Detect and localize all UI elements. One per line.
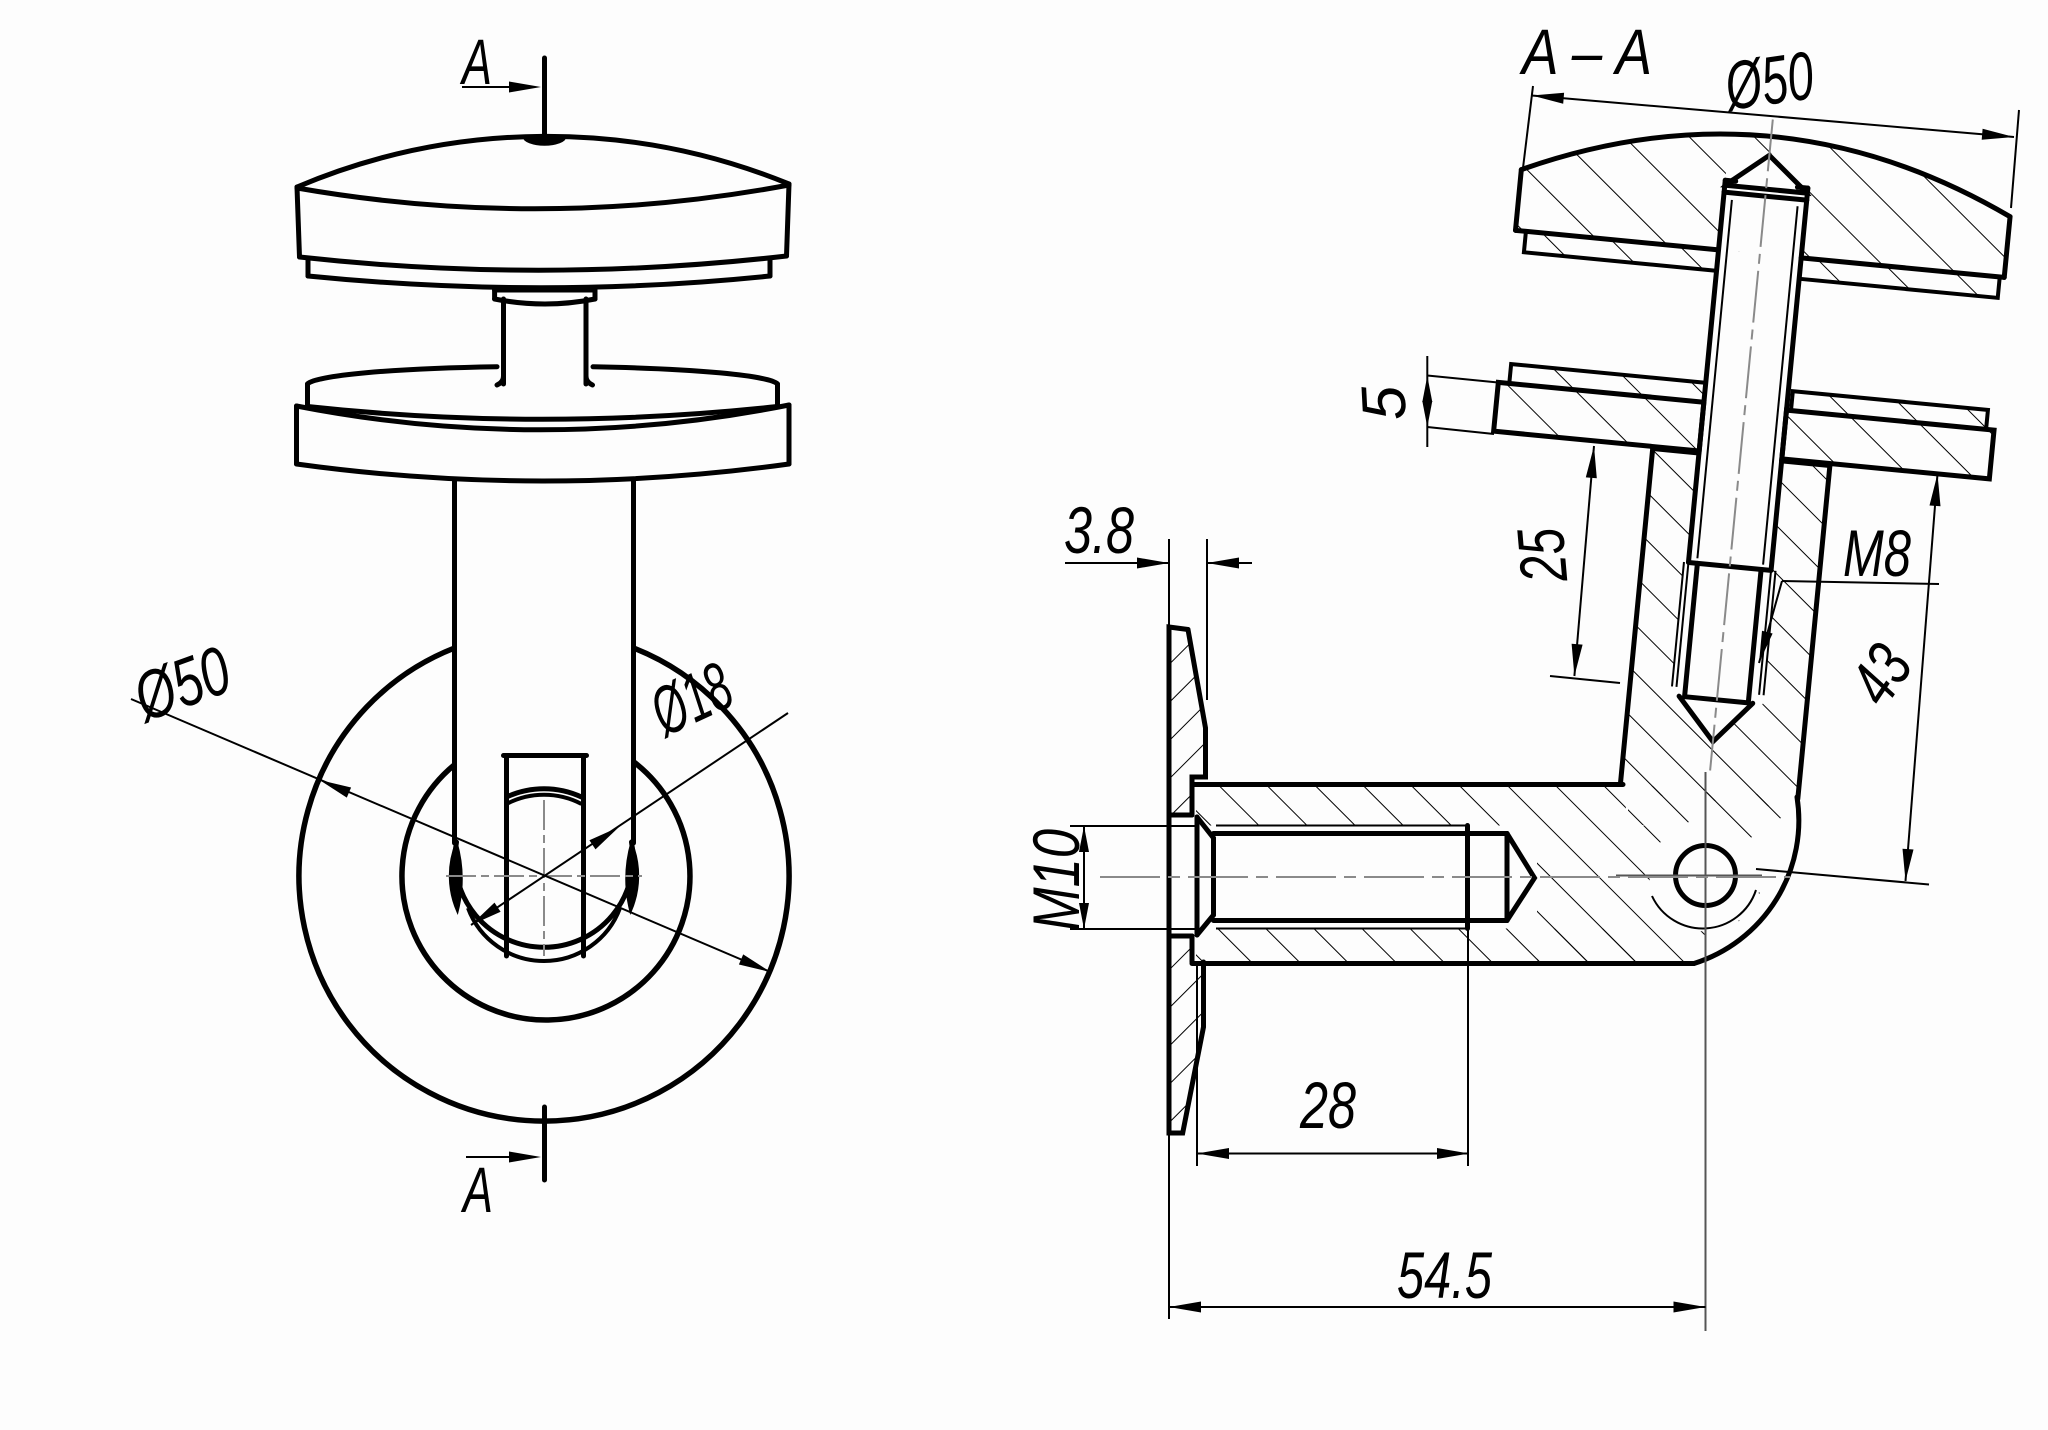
svg-text:Ø18: Ø18 (638, 648, 744, 751)
svg-text:A – A: A – A (1519, 16, 1652, 88)
svg-text:M8: M8 (1843, 516, 1911, 590)
svg-text:5: 5 (1349, 384, 1420, 423)
svg-text:28: 28 (1299, 1068, 1356, 1142)
svg-text:25: 25 (1503, 525, 1582, 586)
svg-text:A: A (460, 1154, 493, 1226)
svg-text:54.5: 54.5 (1397, 1238, 1492, 1312)
svg-text:43: 43 (1835, 631, 1927, 717)
svg-text:3.8: 3.8 (1064, 493, 1134, 567)
svg-text:Ø50: Ø50 (1719, 37, 1818, 125)
svg-text:Ø50: Ø50 (123, 632, 241, 737)
